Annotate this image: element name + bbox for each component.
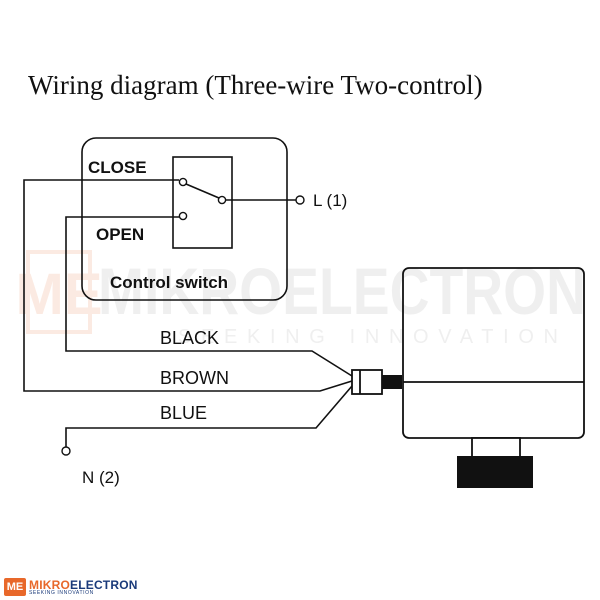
watermark: ME MIKROELECTRON SEEKING INNOVATION — [16, 250, 586, 348]
control-switch-label: Control switch — [110, 273, 228, 292]
black-wire-label: BLACK — [160, 328, 219, 348]
live-label: L (1) — [313, 191, 347, 210]
connector-plug — [351, 369, 383, 395]
brand-name-part2: ELECTRON — [70, 577, 138, 592]
watermark-tagline: SEEKING INNOVATION — [178, 326, 558, 348]
common-contact — [217, 195, 227, 205]
connector-socket — [382, 375, 402, 389]
actuator-stem — [471, 437, 521, 459]
control-switch-box — [81, 137, 288, 301]
watermark-badge: ME — [16, 262, 103, 327]
live-terminal — [295, 195, 305, 205]
neutral-terminal — [61, 446, 71, 456]
watermark-text: MIKROELECTRON — [98, 254, 586, 328]
switch-blade — [185, 183, 220, 199]
black-wire — [65, 216, 353, 377]
close-contact — [178, 177, 188, 187]
brand-tagline: SEEKING INNOVATION — [29, 589, 94, 596]
diagram-title: Wiring diagram (Three-wire Two-control) — [28, 70, 483, 100]
brand-text: MIKROELECTRON SEEKING INNOVATION — [29, 579, 138, 596]
neutral-label: N (2) — [82, 468, 120, 487]
brand-name: MIKROELECTRON — [29, 579, 138, 591]
brown-wire — [23, 179, 353, 392]
switch-body — [172, 156, 233, 249]
close-label: CLOSE — [88, 158, 147, 177]
blue-wire — [65, 385, 353, 447]
brown-wire-label: BROWN — [160, 368, 229, 388]
actuator-base — [457, 456, 533, 488]
open-label: OPEN — [96, 225, 144, 244]
watermark-badge-frame — [26, 250, 92, 334]
open-contact — [178, 211, 188, 221]
brand-name-part1: MIKRO — [29, 577, 70, 592]
brand-badge: ME — [4, 578, 26, 596]
brand-logo: ME MIKROELECTRON SEEKING INNOVATION — [4, 576, 138, 598]
blue-wire-label: BLUE — [160, 403, 207, 423]
